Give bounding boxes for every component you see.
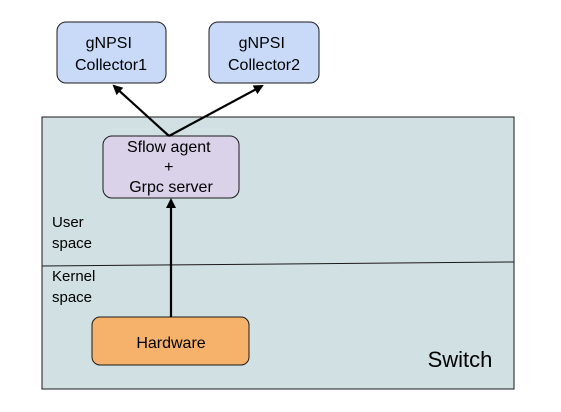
collector2-label-line2: Collector2 (228, 57, 300, 74)
hardware-label: Hardware (136, 335, 205, 352)
agent-label-line1: Sflow agent (127, 139, 211, 156)
user-space-label: User space (52, 214, 92, 252)
kernel-space-label-line1: Kernel (52, 268, 95, 285)
collector1-box (56, 21, 167, 84)
arrow-agent-to-collector2 (168, 85, 264, 137)
collector2-box (208, 21, 320, 84)
kernel-space-label: Kernel space (52, 268, 100, 306)
collector1-label: gNPSI Collector1 (75, 35, 147, 74)
collector2-label-line1: gNPSI (239, 35, 285, 52)
agent-label: Sflow agent + Grpc server (127, 139, 215, 196)
user-space-label-line1: User (52, 214, 84, 231)
switch-label: Switch (428, 347, 493, 372)
collector1-label-line2: Collector1 (75, 57, 147, 74)
collector2-label: gNPSI Collector2 (228, 35, 300, 74)
arrow-agent-to-collector1 (112, 84, 170, 137)
agent-label-line3: Grpc server (129, 179, 213, 196)
agent-label-line2: + (164, 159, 173, 176)
user-kernel-divider (41, 261, 515, 267)
collector1-label-line1: gNPSI (86, 35, 132, 52)
kernel-space-label-line2: space (52, 289, 92, 306)
user-space-label-line2: space (52, 235, 92, 252)
